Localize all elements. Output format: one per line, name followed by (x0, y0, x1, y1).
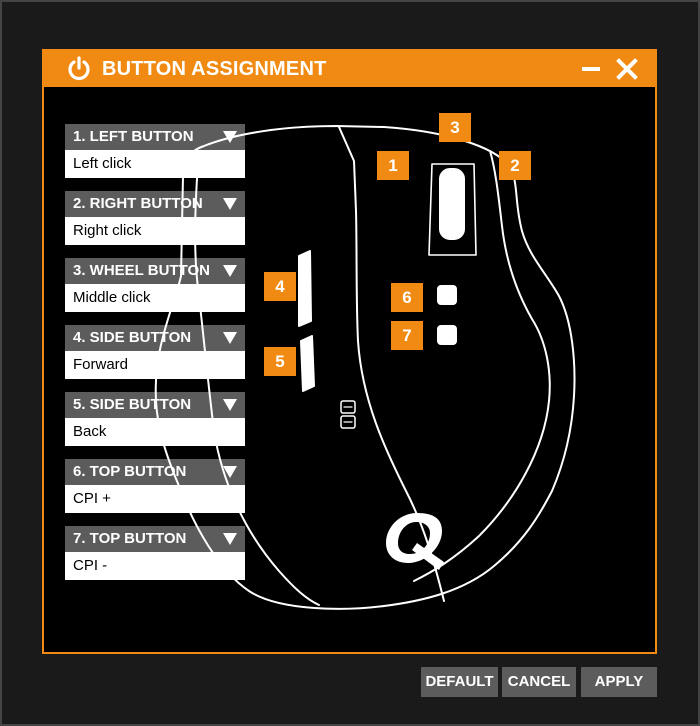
dropdown-arrow-icon (223, 399, 237, 411)
dropdown-arrow-icon (223, 466, 237, 478)
assignment-header-label: 1. LEFT BUTTON (73, 128, 194, 145)
assignment-header-label: 2. RIGHT BUTTON (73, 195, 203, 212)
assignment-right-button: 2. RIGHT BUTTON Right click (65, 191, 245, 245)
assignment-dropdown-3[interactable]: 3. WHEEL BUTTON (65, 258, 245, 284)
dropdown-arrow-icon (223, 533, 237, 545)
assignment-value[interactable]: CPI + (65, 485, 245, 513)
cancel-button[interactable]: CANCEL (502, 667, 576, 697)
assignment-top-button-6: 6. TOP BUTTON CPI + (65, 459, 245, 513)
close-icon[interactable] (615, 57, 639, 81)
title-bar: BUTTON ASSIGNMENT (44, 51, 655, 87)
assignment-header-label: 7. TOP BUTTON (73, 530, 187, 547)
assignment-dropdown-6[interactable]: 6. TOP BUTTON (65, 459, 245, 485)
power-icon (68, 56, 90, 81)
marker-top-button-6[interactable]: 6 (391, 283, 423, 312)
assignment-value[interactable]: Forward (65, 351, 245, 379)
marker-side-button-4[interactable]: 4 (264, 272, 296, 301)
assignment-top-button-7: 7. TOP BUTTON CPI - (65, 526, 245, 580)
window-title: BUTTON ASSIGNMENT (102, 58, 327, 80)
assignment-value[interactable]: Left click (65, 150, 245, 178)
apply-button[interactable]: APPLY (581, 667, 657, 697)
marker-top-button-7[interactable]: 7 (391, 321, 423, 350)
button-assignment-panel: BUTTON ASSIGNMENT 1. LEFT BUTTON Left cl… (42, 49, 657, 654)
marker-left-button[interactable]: 1 (377, 151, 409, 180)
dropdown-arrow-icon (223, 198, 237, 210)
assignment-header-label: 3. WHEEL BUTTON (73, 262, 210, 279)
q-logo-icon (386, 513, 444, 570)
dropdown-arrow-icon (223, 265, 237, 277)
assignment-dropdown-2[interactable]: 2. RIGHT BUTTON (65, 191, 245, 217)
assignment-dropdown-7[interactable]: 7. TOP BUTTON (65, 526, 245, 552)
assignment-dropdown-1[interactable]: 1. LEFT BUTTON (65, 124, 245, 150)
default-button[interactable]: DEFAULT (421, 667, 498, 697)
marker-wheel-button[interactable]: 3 (439, 113, 471, 142)
assignment-side-button-5: 5. SIDE BUTTON Back (65, 392, 245, 446)
minimize-icon[interactable] (579, 57, 603, 81)
assignment-value[interactable]: Right click (65, 217, 245, 245)
assignment-left-button: 1. LEFT BUTTON Left click (65, 124, 245, 178)
assignment-value[interactable]: CPI - (65, 552, 245, 580)
marker-side-button-5[interactable]: 5 (264, 347, 296, 376)
assignment-value[interactable]: Middle click (65, 284, 245, 312)
assignment-header-label: 5. SIDE BUTTON (73, 396, 192, 413)
mouse-illustration (154, 125, 576, 610)
assignment-wheel-button: 3. WHEEL BUTTON Middle click (65, 258, 245, 312)
marker-right-button[interactable]: 2 (499, 151, 531, 180)
assignment-header-label: 6. TOP BUTTON (73, 463, 187, 480)
assignment-side-button-4: 4. SIDE BUTTON Forward (65, 325, 245, 379)
dropdown-arrow-icon (223, 332, 237, 344)
